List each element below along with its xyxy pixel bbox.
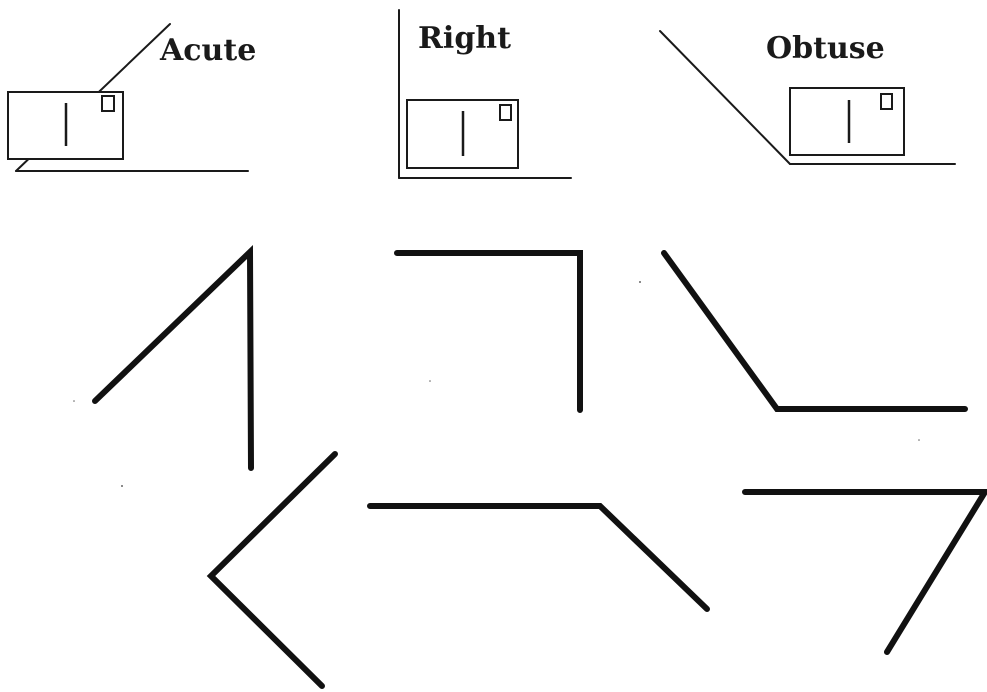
acute-postcard-stamp	[101, 95, 115, 112]
obtuse-postcard-stamp	[880, 93, 893, 110]
acute-label: Acute	[160, 33, 257, 68]
obtuse-angle	[661, 250, 968, 412]
acute-angle	[92, 244, 254, 471]
obtuse-label: Obtuse	[766, 31, 885, 66]
scan-speck	[639, 281, 641, 283]
scan-speck	[73, 400, 75, 402]
rotated-obtuse-angle	[367, 503, 710, 612]
right-label: Right	[418, 21, 511, 56]
rotated-right-angle	[206, 451, 338, 689]
right-example	[398, 9, 572, 179]
scan-speck	[429, 380, 431, 382]
right-postcard-stamp	[499, 104, 512, 121]
obtuse-example	[659, 30, 956, 165]
right-angle	[394, 250, 583, 413]
scan-speck	[121, 485, 123, 487]
scan-speck	[918, 439, 920, 441]
obtuse-example-slant-line	[659, 30, 791, 165]
acute-example	[7, 23, 249, 172]
rotated-acute-angle	[742, 489, 987, 655]
